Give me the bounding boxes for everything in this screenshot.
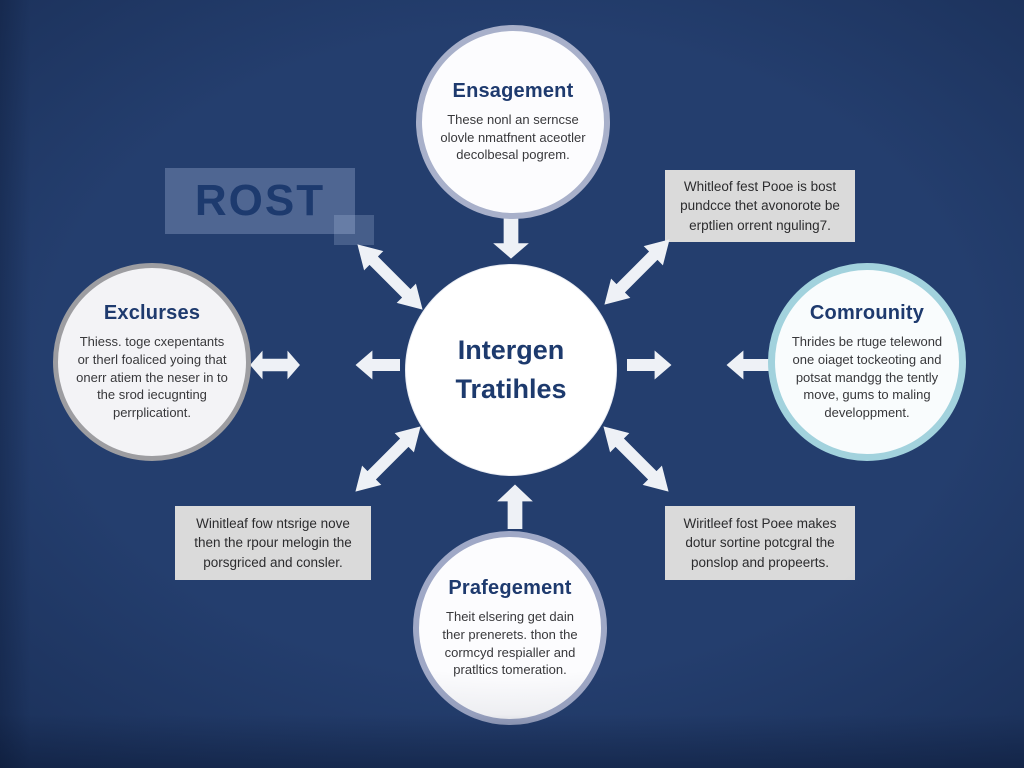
arrow-left-icon xyxy=(725,348,771,382)
arrow-up-icon xyxy=(494,483,536,529)
label-box-shadow-accent xyxy=(334,215,374,245)
node-circle-top: Ensagement These nonl an serncse olovle … xyxy=(416,25,610,219)
arrow-double-horizontal-icon xyxy=(249,347,301,383)
node-circle-center: Intergen Tratihles xyxy=(405,264,617,476)
arrow-double-diagonal-icon xyxy=(342,413,434,505)
node-body: These nonl an serncse olovle nmatfnent a… xyxy=(440,111,586,163)
note-text: Wiritleef fost Poee makes dotur sortine … xyxy=(683,516,837,570)
node-body: Thrides be rtuge telewond one oiaget toc… xyxy=(791,333,943,421)
center-title-line2: Tratihles xyxy=(455,374,567,404)
node-circle-right: Comrounity Thrides be rtuge telewond one… xyxy=(768,263,966,461)
node-title: Prafegement xyxy=(448,576,572,599)
note-box-top-right: Whitleof fest Pooe is bost pundcce thet … xyxy=(665,170,855,242)
rost-label: ROST xyxy=(194,176,326,225)
arrow-left-icon xyxy=(354,348,400,382)
node-title: Exclurses xyxy=(103,301,201,324)
center-title-line1: Intergen xyxy=(457,334,565,365)
note-box-bottom-left: Winitleaf fow ntsrige nove then the rpou… xyxy=(175,506,371,580)
node-circle-bottom: Prafegement Theit elsering get dain ther… xyxy=(413,531,607,725)
node-title: Comrounity xyxy=(809,301,925,324)
note-box-bottom-right: Wiritleef fost Poee makes dotur sortine … xyxy=(665,506,855,580)
arrow-double-diagonal-icon xyxy=(591,226,683,318)
node-body: Theit elsering get dain ther prenerets. … xyxy=(442,608,578,678)
arrow-down-icon xyxy=(490,218,532,260)
rost-label-box: ROST xyxy=(165,168,355,234)
node-title: Ensagement xyxy=(452,79,574,102)
note-text: Winitleaf fow ntsrige nove then the rpou… xyxy=(194,516,352,570)
arrow-double-diagonal-icon xyxy=(590,413,682,505)
arrow-right-icon xyxy=(627,348,673,382)
node-circle-left: Exclurses Thiess. toge cxepentants or th… xyxy=(53,263,251,461)
node-body: Thiess. toge cxepentants or therl foalic… xyxy=(76,333,228,421)
note-text: Whitleof fest Pooe is bost pundcce thet … xyxy=(680,179,840,233)
arrow-double-diagonal-icon xyxy=(344,231,436,323)
